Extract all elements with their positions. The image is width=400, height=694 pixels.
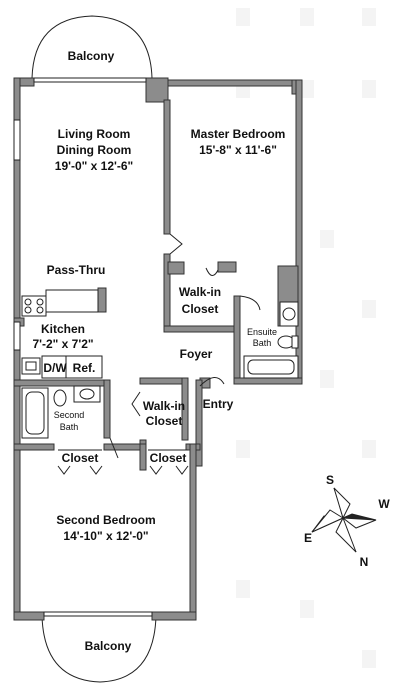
compass-w-label: W	[378, 497, 390, 511]
kitchen-label: Kitchen	[41, 322, 85, 336]
living-room-label: Living Room	[58, 127, 131, 141]
second-dims-label: 14'-10" x 12'-0"	[63, 529, 148, 543]
foyer-label: Foyer	[180, 347, 213, 361]
kitchen-dims-label: 7'-2" x 7'2"	[32, 337, 93, 351]
balcony-bottom-label: Balcony	[85, 639, 132, 653]
ensuite-label: Ensuite	[247, 327, 277, 337]
walk-in-master-label-2: Closet	[182, 302, 219, 316]
walk-in-2-label-2: Closet	[146, 414, 183, 428]
compass-s-label: S	[326, 473, 334, 487]
compass-rose: S W E N	[304, 473, 390, 569]
living-dims-label: 19'-0" x 12'-6"	[55, 159, 133, 173]
second-bedroom-label: Second Bedroom	[56, 513, 155, 527]
pass-thru-label: Pass-Thru	[47, 263, 106, 277]
windows	[13, 77, 153, 617]
closet-right-label: Closet	[150, 451, 187, 465]
second-bath-label-2: Bath	[60, 422, 79, 432]
walk-in-master-label: Walk-in	[179, 285, 221, 299]
dining-room-label: Dining Room	[57, 143, 132, 157]
walk-in-2-label: Walk-in	[143, 399, 185, 413]
compass-e-label: E	[304, 531, 312, 545]
compass-n-label: N	[360, 555, 369, 569]
master-bedroom-label: Master Bedroom	[191, 127, 286, 141]
doors	[57, 233, 261, 475]
closet-left-label: Closet	[62, 451, 99, 465]
balcony-top-label: Balcony	[68, 49, 115, 63]
second-bath-label: Second	[54, 410, 85, 420]
fixtures	[21, 289, 299, 451]
entry-label: Entry	[203, 397, 234, 411]
ensuite-bath-label: Bath	[253, 338, 272, 348]
balcony-bottom-outline	[41, 615, 157, 683]
dishwasher-label: D/W	[43, 361, 67, 375]
refrigerator-label: Ref.	[73, 361, 96, 375]
watermark-pattern	[236, 8, 376, 668]
master-dims-label: 15'-8" x 11'-6"	[199, 143, 277, 157]
balcony-top-outline	[31, 15, 153, 79]
